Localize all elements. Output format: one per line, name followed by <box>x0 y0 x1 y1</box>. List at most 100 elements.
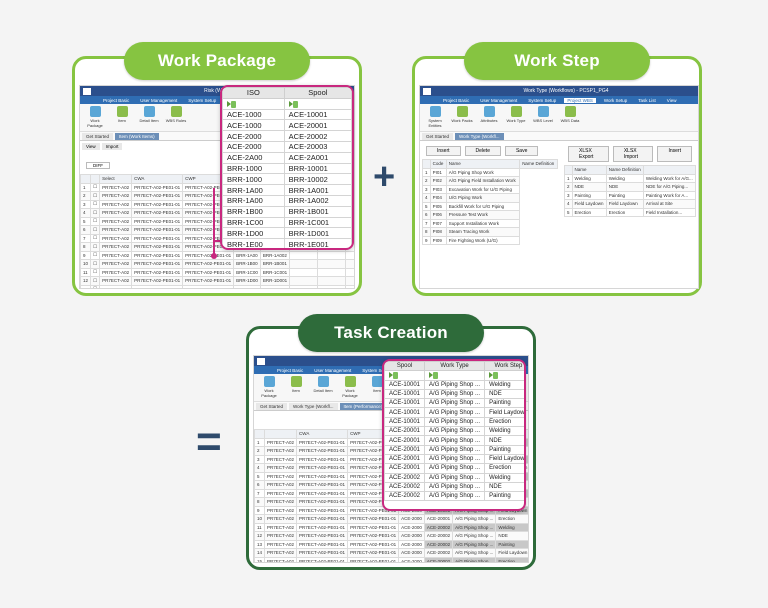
row-checkbox[interactable]: ☐ <box>90 259 101 269</box>
row-checkbox[interactable]: ☐ <box>90 199 101 209</box>
row-checkbox[interactable]: ☐ <box>90 233 101 243</box>
filter-icon[interactable] <box>288 100 298 108</box>
table-cell: PR7ECT-A02-PE01-01 <box>131 259 184 269</box>
row-checkbox[interactable]: ☐ <box>90 250 101 260</box>
xlsx-import-button[interactable]: XLSX Import <box>612 146 654 162</box>
subtab-view[interactable]: View <box>82 143 100 150</box>
ribbon-button-wbs-rules[interactable]: WBS Rules <box>165 106 187 129</box>
tab-work-type-workfl[interactable]: Work Type (Workfl... <box>289 403 338 410</box>
menu-item-work-setup[interactable]: Work Setup <box>603 97 628 103</box>
filter-icon[interactable] <box>227 100 236 108</box>
menu-item-project-basic[interactable]: Project Basic <box>277 367 304 373</box>
ribbon-button-system-entities[interactable]: System Entities <box>424 106 446 129</box>
menu-item-task-list[interactable]: Task List <box>638 97 656 103</box>
row-checkbox[interactable]: ☐ <box>90 191 101 201</box>
menu-item-user-management[interactable]: User Management <box>314 367 352 373</box>
row-checkbox[interactable]: ☐ <box>90 276 101 286</box>
menu-item-project-basic[interactable]: Project Basic <box>103 97 130 103</box>
menu-item-project-wbs[interactable]: Project WBS <box>564 97 596 103</box>
ribbon-button-detail-item[interactable]: Detail Item <box>312 376 334 399</box>
row-checkbox[interactable]: ☐ <box>90 216 101 226</box>
row-checkbox[interactable]: ☐ <box>90 182 101 192</box>
insert-button[interactable]: Insert <box>657 146 692 162</box>
menu-item-system-setup[interactable]: System Setup <box>362 367 391 373</box>
menu-item-view[interactable]: View <box>666 97 677 103</box>
filter-cell[interactable] <box>484 370 524 381</box>
table-cell: PR7ECT-A02 <box>264 522 298 532</box>
filter-icon[interactable] <box>429 371 439 379</box>
wp-filter-select[interactable]: DIFF <box>86 162 110 169</box>
ribbon-button-item[interactable]: Item <box>366 376 388 399</box>
row-checkbox[interactable]: ☐ <box>90 242 101 252</box>
insert-button[interactable]: Insert <box>426 146 461 156</box>
ribbon-button-wbs-data[interactable]: WBS Data <box>559 106 581 129</box>
row-checkbox[interactable]: ☐ <box>90 225 101 235</box>
ribbon-button-work-package[interactable]: Work Package <box>339 376 361 399</box>
zoom-cell: A/G Piping Shop ... <box>424 491 486 502</box>
subtab-import[interactable]: Import <box>101 143 123 150</box>
menu-item-system-setup[interactable]: System Setup <box>188 97 217 103</box>
ribbon-button-detail-item[interactable]: Detail Item <box>138 106 160 129</box>
row-checkbox[interactable]: ☐ <box>90 284 101 288</box>
tab-item-work-items[interactable]: Item (Work Items) <box>115 133 159 140</box>
table-cell: PR7ECT-A02 <box>264 471 298 481</box>
tab-get-started[interactable]: Get Started <box>422 133 454 140</box>
delete-button[interactable]: Delete <box>464 146 501 156</box>
ribbon-button-work-package[interactable]: Work Package <box>258 376 280 399</box>
xlsx-export-button[interactable]: XLSX Export <box>568 146 609 162</box>
menu-item-project-basic[interactable]: Project Basic <box>443 97 470 103</box>
menu-item-user-management[interactable]: User Management <box>140 97 178 103</box>
menu-item-user-management[interactable]: User Management <box>480 97 518 103</box>
save-button[interactable]: Save <box>504 146 539 156</box>
menu-item-system-setup[interactable]: System Setup <box>528 97 557 103</box>
row-checkbox[interactable]: ☐ <box>90 208 101 218</box>
ribbon-button-item[interactable]: Item <box>111 106 133 129</box>
item-icon <box>290 376 302 387</box>
filter-cell[interactable] <box>222 97 285 110</box>
ribbon-button-attributes[interactable]: Attributes <box>478 106 500 129</box>
table-cell: PI08 <box>429 227 447 237</box>
ribbon-button-work-package[interactable]: Work Package <box>84 106 106 129</box>
ribbon-button-wbs-level[interactable]: WBS Level <box>532 106 554 129</box>
filter-icon[interactable] <box>389 371 398 379</box>
filter-cell[interactable] <box>384 370 426 381</box>
ribbon-button-work-type[interactable]: Work Type <box>505 106 527 129</box>
filter-cell[interactable] <box>283 97 352 110</box>
table-row[interactable]: 13☐PR7ECT-A02PR7ECT-A02-PE01-01PR7ECT-A0… <box>80 284 354 288</box>
tab-get-started[interactable]: Get Started <box>82 133 114 140</box>
tab-get-started[interactable]: Get Started <box>256 403 288 410</box>
ribbon-button-work-packs[interactable]: Work Packs <box>451 106 473 129</box>
row-checkbox[interactable]: ☐ <box>90 267 101 277</box>
filter-icon[interactable] <box>489 371 499 379</box>
tab-work-type-workfl[interactable]: Work Type (Workfl... <box>455 133 504 140</box>
tab-item-performance[interactable]: Item (Performance)... <box>339 403 391 410</box>
ribbon-button-item[interactable]: Item <box>285 376 307 399</box>
filter-cell[interactable] <box>424 370 486 381</box>
